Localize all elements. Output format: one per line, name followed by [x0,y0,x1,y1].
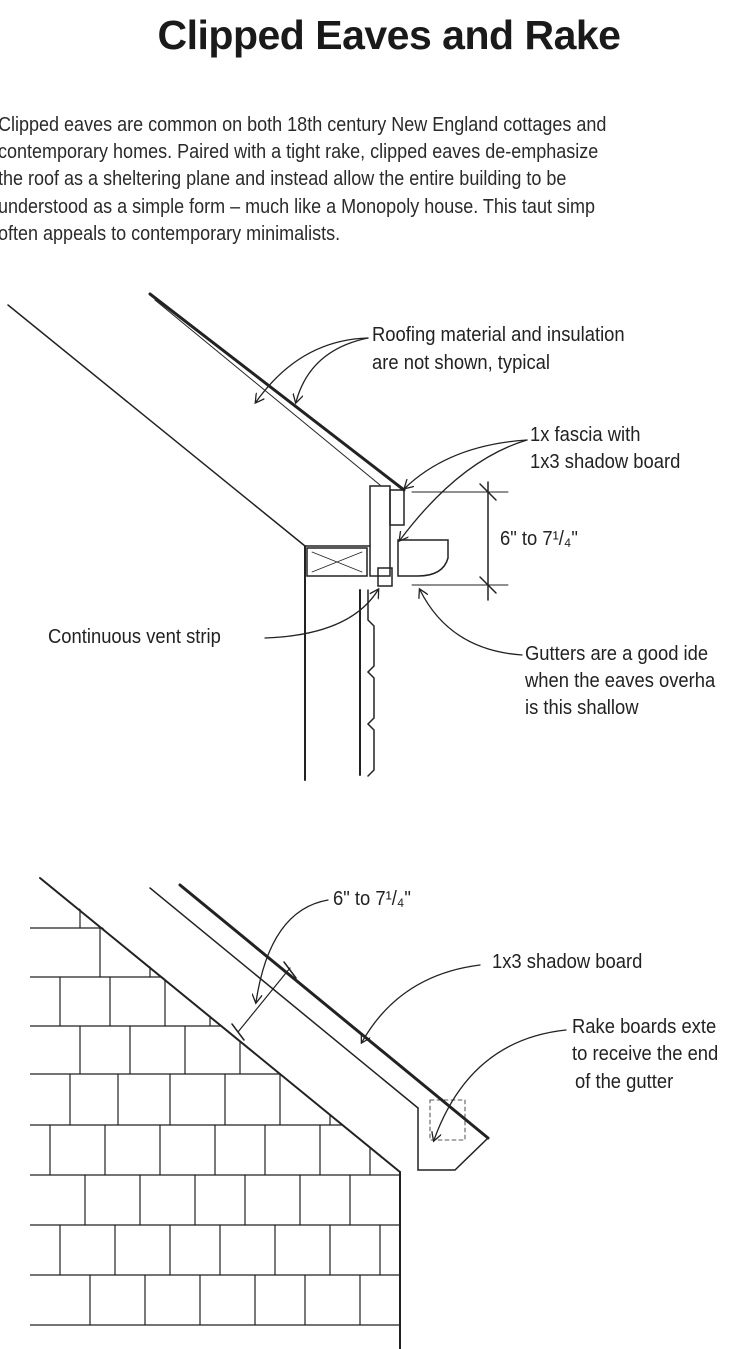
vent-note: Continuous vent strip [48,626,221,648]
rake-note: of the gutter [575,1071,674,1093]
rake-elevation-drawing [30,877,567,1349]
gutter-note: is this shallow [525,697,639,719]
shadow-board-note: 1x3 shadow board [492,951,643,973]
paragraph-line: often appeals to contemporary minimalist… [0,223,341,245]
paragraph-line: Clipped eaves are common on both 18th ce… [0,114,607,136]
eave-dimension: 6" to 7¹/₄" [500,528,578,550]
page-title: Clipped Eaves and Rake [157,12,621,58]
rake-note: to receive the end [572,1043,719,1065]
gutter-note: when the eaves overha [525,670,716,692]
paragraph-line: understood as a simple form – much like … [0,196,595,218]
roofing-note: Roofing material and insulation [372,324,625,346]
gutter-note: Gutters are a good ide [525,643,709,665]
roofing-note: are not shown, typical [372,352,550,374]
rake-dimension: 6" to 7¹/₄" [333,888,411,910]
eave-section-drawing [7,292,528,781]
fascia-note: 1x fascia with [530,424,641,446]
paragraph-line: the roof as a sheltering plane and inste… [0,168,567,190]
fascia-note: 1x3 shadow board [530,451,681,473]
paragraph-line: contemporary homes. Paired with a tight … [0,141,599,163]
rake-note: Rake boards exte [572,1016,717,1038]
